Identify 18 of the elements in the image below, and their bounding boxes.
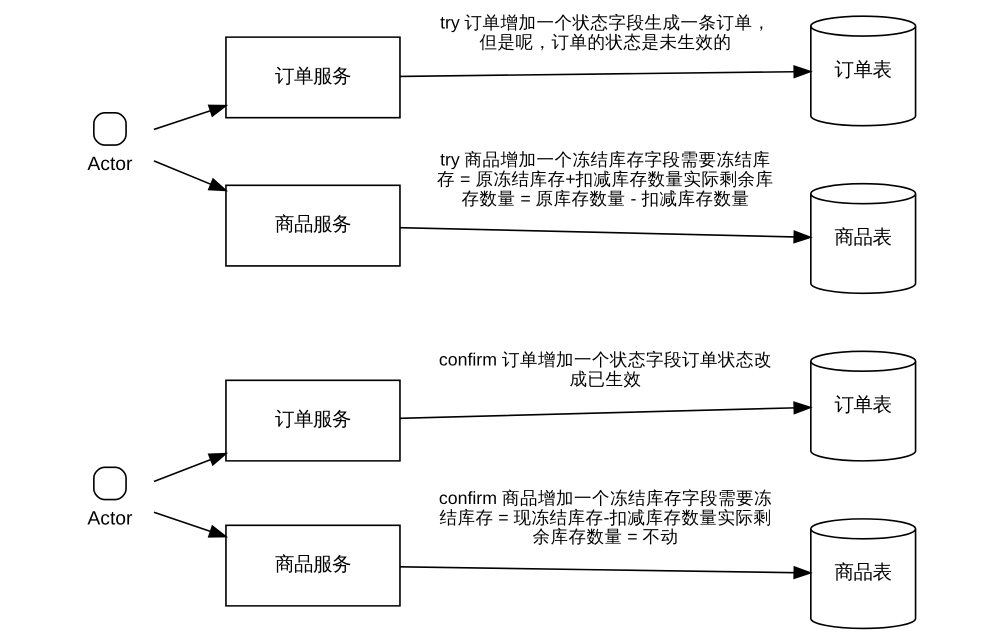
edge-label: try 订单增加一个状态字段生成一条订单，但是呢，订单的状态是未生效的: [440, 12, 770, 52]
node-box: 商品服务: [224, 184, 400, 267]
arrow: [153, 104, 228, 130]
arrow: [153, 452, 228, 482]
arrow: [400, 226, 812, 244]
arrow: [400, 566, 812, 580]
edge-label: confirm 商品增加一个冻结库存字段需要冻结库存 = 现冻结库存-扣减库存数量实际剩余库存数量 = 不动: [438, 488, 772, 547]
node-box: 商品服务: [224, 524, 400, 607]
edge-label: try 商品增加一个冻结库存字段需要冻结库存 = 原冻结库存+扣减库存数量实际剩余库存数量 = 原库存数量 - 扣减库存数量: [436, 150, 774, 208]
arrow: [153, 160, 228, 192]
arrow: [400, 64, 812, 79]
node-label: Actor: [86, 154, 132, 176]
node-box: 订单服务: [224, 380, 400, 462]
node-label: Actor: [86, 508, 132, 530]
edge-label: confirm 订单增加一个状态字段订单状态改成已生效: [438, 349, 772, 389]
arrow: [153, 512, 228, 538]
node-box: 订单服务: [224, 36, 400, 118]
arrow: [400, 401, 812, 420]
